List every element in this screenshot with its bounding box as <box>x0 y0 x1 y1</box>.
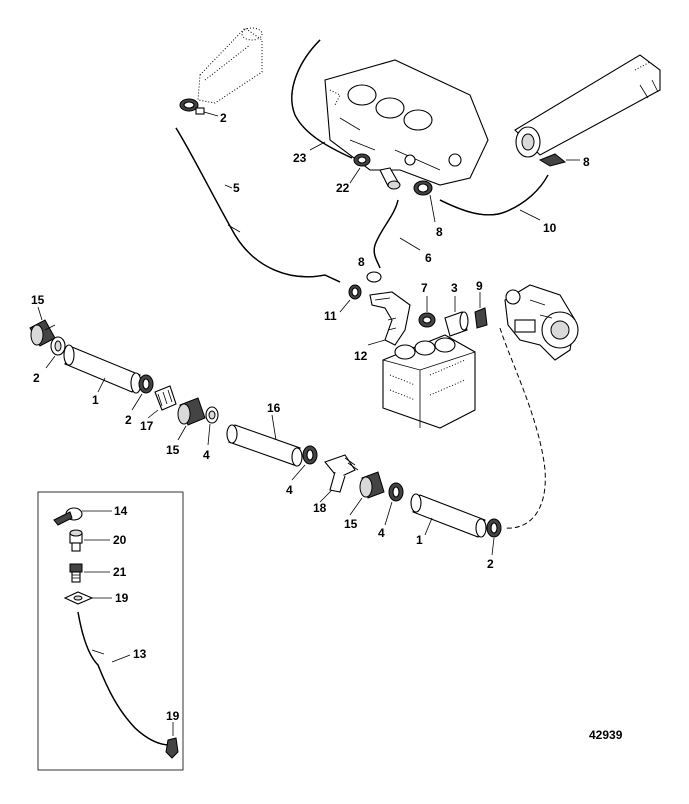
hose-1 <box>63 344 142 394</box>
cap-icon <box>53 507 83 526</box>
hose-clamp-icon <box>538 153 567 167</box>
callout-1-right: 1 <box>416 533 423 547</box>
hose-clamp-icon <box>353 153 371 167</box>
callout-17: 17 <box>140 419 154 433</box>
callout-4-right: 4 <box>378 526 385 540</box>
hose-6 <box>373 199 399 269</box>
hose-5 <box>175 127 341 283</box>
hose-1 <box>410 493 487 538</box>
callout-1-left: 1 <box>92 393 99 407</box>
o-ring <box>366 271 382 283</box>
callout-5: 5 <box>233 181 240 195</box>
barbed-fitting-icon <box>359 471 385 499</box>
callout-12: 12 <box>354 349 368 363</box>
callout-21: 21 <box>113 565 127 579</box>
hose-clamp-icon <box>486 518 502 538</box>
callout-4-left: 4 <box>203 448 210 462</box>
figure-number: 42939 <box>589 728 623 742</box>
hose-clamp-icon <box>205 406 219 424</box>
hose-clamp-icon <box>413 180 433 196</box>
callout-2-left: 2 <box>33 371 40 385</box>
barbed-fitting-icon <box>154 385 177 411</box>
hose-clamp-icon <box>418 312 436 328</box>
callout-14: 14 <box>114 504 128 518</box>
engine-block <box>382 334 476 429</box>
callout-2-top: 2 <box>220 111 227 125</box>
hose-clamp-icon <box>302 445 318 465</box>
callout-23: 23 <box>293 151 307 165</box>
callout-20: 20 <box>113 533 127 547</box>
hose-13 <box>77 611 171 746</box>
callout-19-top: 19 <box>115 591 129 605</box>
hose-clamp-icon <box>50 336 66 356</box>
hose-23 <box>291 39 353 159</box>
barbed-fitting-icon <box>177 397 206 426</box>
hose-clamp-icon <box>348 284 362 300</box>
callout-4-mid: 4 <box>286 483 293 497</box>
callout-16: 16 <box>267 401 281 415</box>
hose-3 <box>444 311 469 337</box>
hose-clamp-icon <box>63 591 94 605</box>
barbed-fitting-icon <box>379 167 401 190</box>
hose-clamp-icon <box>138 374 154 394</box>
hose-16 <box>226 424 303 467</box>
hose-10 <box>439 174 549 216</box>
callout-15-right: 15 <box>344 517 358 531</box>
inset-box <box>37 491 184 771</box>
barbed-fitting-icon <box>69 529 83 552</box>
hose-clamp-icon <box>165 737 179 759</box>
hose-clamp-icon <box>388 482 404 502</box>
upper-right-tube <box>514 54 661 158</box>
connection-dashed-line <box>499 327 546 529</box>
callout-3: 3 <box>451 281 458 295</box>
callout-2-mid: 2 <box>125 413 132 427</box>
hose-clamp-icon <box>474 307 488 329</box>
callout-8-head: 8 <box>436 225 443 239</box>
callout-15-mid: 15 <box>166 443 180 457</box>
callout-7: 7 <box>421 281 428 295</box>
cylinder-head <box>324 59 489 186</box>
callout-8-right: 8 <box>583 155 590 169</box>
callout-22: 22 <box>336 181 350 195</box>
callout-19-bottom: 19 <box>166 709 180 723</box>
water-pump <box>504 284 579 361</box>
callout-11: 11 <box>324 309 337 323</box>
callout-18: 18 <box>313 501 327 515</box>
elbow-fitting <box>369 291 411 346</box>
callout-6: 6 <box>425 251 432 265</box>
callout-2-right: 2 <box>487 557 494 571</box>
callout-13: 13 <box>133 647 147 661</box>
tee-fitting <box>324 454 359 493</box>
callout-8-center: 8 <box>358 255 365 269</box>
hose-clamp-icon <box>179 98 205 115</box>
barbed-fitting-icon <box>69 563 83 583</box>
callout-15-left: 15 <box>31 293 45 307</box>
upper-left-tube <box>197 27 263 104</box>
callout-9: 9 <box>476 279 483 293</box>
callout-10: 10 <box>543 221 557 235</box>
